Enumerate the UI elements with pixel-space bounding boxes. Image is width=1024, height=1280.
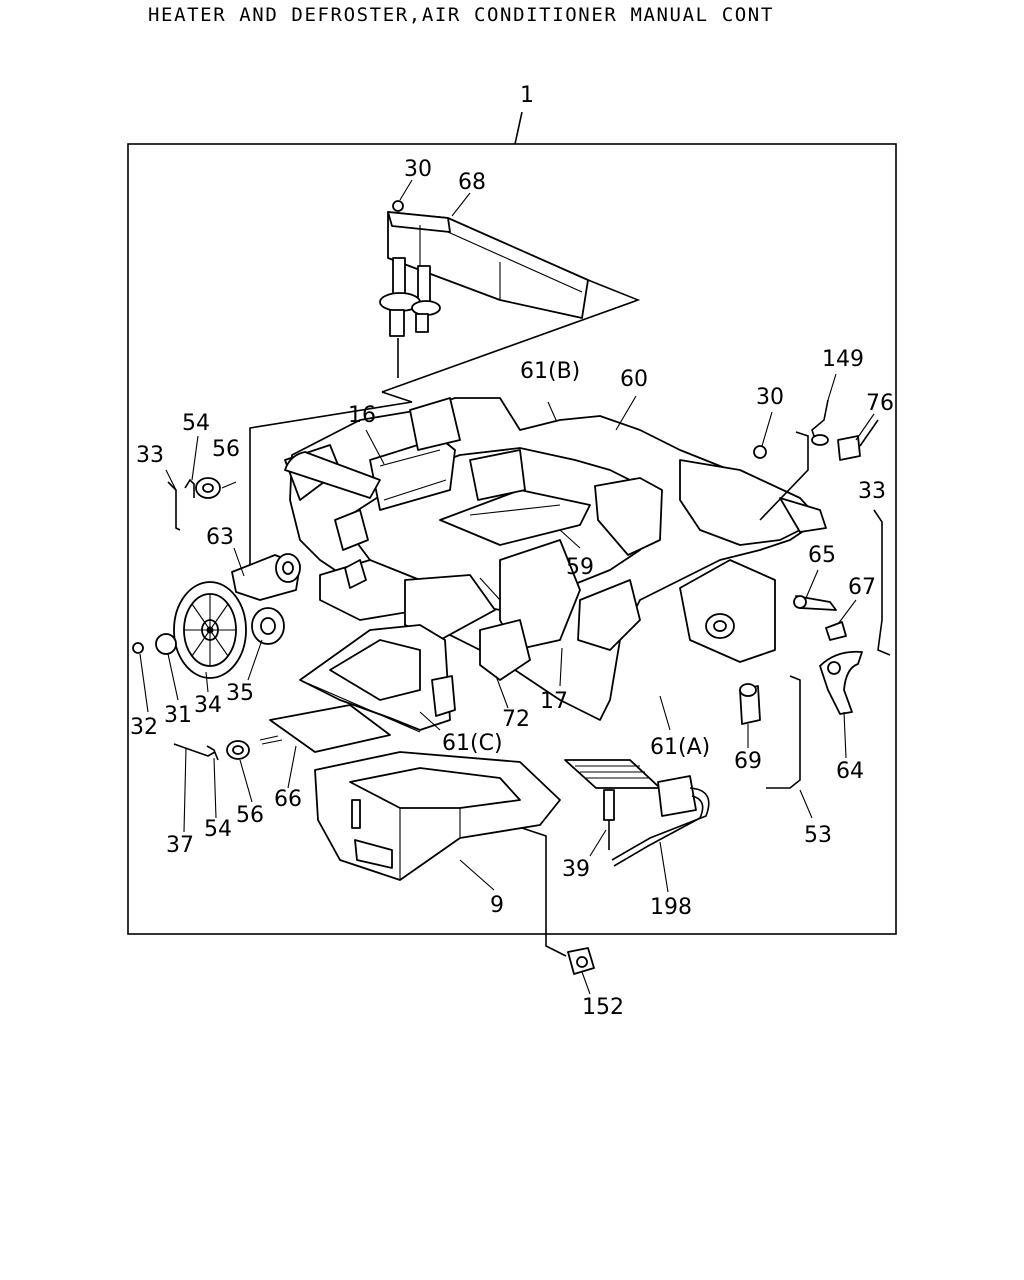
evaporator-case — [314, 751, 561, 881]
actuator-69 — [739, 683, 761, 725]
screw-32 — [132, 642, 144, 654]
clip-54-top — [184, 478, 195, 498]
callout-149: 149 — [822, 347, 864, 372]
callout-33-left: 33 — [136, 443, 164, 468]
callout-54-top: 54 — [182, 411, 210, 436]
leader-lines — [139, 373, 875, 995]
callout-67: 67 — [848, 575, 876, 600]
callout-56-bottom: 56 — [236, 803, 264, 828]
callout-64: 64 — [836, 759, 864, 784]
callout-35: 35 — [226, 681, 254, 706]
bracket-63 — [231, 553, 301, 601]
clip-56-top — [195, 477, 221, 499]
callout-30-top: 30 — [404, 157, 432, 182]
screw-30-top — [392, 200, 404, 212]
leader-53 — [799, 789, 813, 819]
lower-duct — [299, 624, 456, 733]
bracket-line-149 — [759, 431, 809, 521]
callout-59: 59 — [566, 555, 594, 580]
thermistor-149 — [811, 399, 829, 446]
callout-54-bottom: 54 — [204, 817, 232, 842]
actuator-35 — [251, 607, 285, 645]
callout-69: 69 — [734, 749, 762, 774]
screw-30-right — [753, 445, 767, 459]
callout-61a: 61(A) — [650, 735, 710, 760]
callout-9: 9 — [490, 893, 504, 918]
plate-66 — [259, 704, 391, 753]
assembly-frame — [127, 143, 897, 935]
callout-56-top: 56 — [212, 437, 240, 462]
callout-152: 152 — [582, 995, 624, 1020]
callout-68: 68 — [458, 170, 486, 195]
clip-54-bottom — [206, 745, 219, 761]
callout-labels: 1 30 68 149 61(B) 60 30 76 54 16 56 33 3… — [130, 83, 894, 1020]
pipe-assembly-198 — [564, 759, 710, 867]
callout-63: 63 — [206, 525, 234, 550]
washer-31 — [155, 633, 177, 655]
link-65 — [793, 595, 837, 611]
callout-60: 60 — [620, 367, 648, 392]
main-housing — [249, 391, 827, 721]
callout-16: 16 — [348, 403, 376, 428]
leader-1 — [514, 111, 523, 145]
clip-67 — [825, 621, 847, 641]
callout-65: 65 — [808, 543, 836, 568]
callout-17: 17 — [540, 689, 568, 714]
callout-34: 34 — [194, 693, 222, 718]
rod-53 — [766, 675, 801, 789]
callout-39: 39 — [562, 857, 590, 882]
leader-56-top — [221, 481, 237, 489]
callout-72: 72 — [502, 707, 530, 732]
blower-fan — [173, 581, 247, 679]
connector-76 — [837, 419, 879, 461]
rod-33-right — [873, 509, 891, 656]
callout-31: 31 — [164, 703, 192, 728]
callout-37: 37 — [166, 833, 194, 858]
callout-66: 66 — [274, 787, 302, 812]
leader-68 — [451, 192, 471, 217]
rod-33-left — [167, 481, 181, 531]
callout-32: 32 — [130, 715, 158, 740]
leader-152-line — [521, 827, 567, 957]
callout-30-right: 30 — [756, 385, 784, 410]
nut-152 — [567, 947, 595, 975]
leader-30-top — [399, 179, 413, 201]
callout-61c: 61(C) — [442, 731, 503, 756]
callout-198: 198 — [650, 895, 692, 920]
heater-core — [379, 211, 641, 393]
rod-37 — [173, 743, 216, 757]
callout-76: 76 — [866, 391, 894, 416]
page-title: HEATER AND DEFROSTER,AIR CONDITIONER MAN… — [148, 4, 774, 26]
callout-33-right: 33 — [858, 479, 886, 504]
callout-61b: 61(B) — [520, 359, 580, 384]
callout-53: 53 — [804, 823, 832, 848]
lever-64 — [819, 650, 863, 715]
clip-56-bottom — [226, 740, 250, 760]
callout-1: 1 — [520, 83, 534, 108]
